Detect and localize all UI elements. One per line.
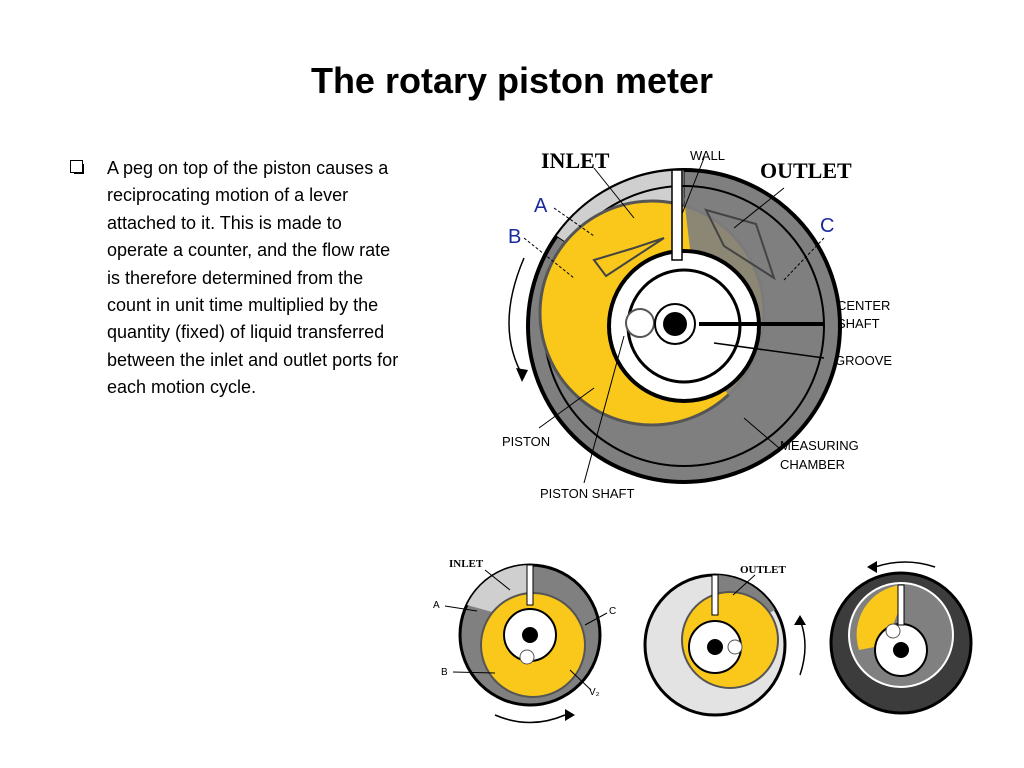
sequence-diagram-1: INLET A B C V₂ — [433, 558, 616, 724]
label-shaft: SHAFT — [837, 316, 880, 331]
inlet-leader — [593, 167, 635, 219]
shaft-2 — [707, 639, 723, 655]
sequence-diagram-2: OUTLET — [643, 564, 806, 717]
small-label-v2: V₂ — [589, 687, 600, 698]
slide-title: The rotary piston meter — [310, 60, 714, 101]
outlet-leader-2 — [732, 574, 756, 596]
piston-shaft-circle — [625, 308, 655, 338]
shaft-1 — [522, 627, 538, 643]
label-outlet: OUTLET — [760, 158, 852, 183]
center-shaft-core — [663, 312, 687, 336]
b-leader-1 — [452, 671, 496, 674]
rotary-piston-meter-diagram: INLET WALL OUTLET A B C CENTER SHAFT GRO… — [502, 148, 892, 501]
checkbox-bullet-icon — [70, 160, 84, 174]
rotation-arrow — [508, 257, 525, 379]
sequence-diagram-3 — [829, 561, 973, 715]
wall-1 — [526, 564, 534, 606]
outlet-leader — [733, 187, 785, 229]
small-label-inlet: INLET — [449, 558, 484, 570]
a-leader-1 — [444, 605, 478, 612]
label-chamber: CHAMBER — [780, 457, 845, 472]
arrowhead-3-icon — [867, 561, 877, 573]
shaft-3 — [893, 642, 909, 658]
wall — [671, 169, 683, 261]
piston-leader — [538, 387, 595, 429]
label-c: C — [820, 215, 834, 237]
small-label-c: C — [609, 606, 616, 617]
peg-2 — [727, 639, 743, 655]
groove-leader — [713, 342, 825, 359]
small-label-b: B — [441, 667, 448, 678]
small-label-outlet: OUTLET — [740, 564, 787, 576]
rotation-arrow-2 — [799, 619, 806, 676]
label-piston: PISTON — [502, 434, 550, 449]
label-inlet: INLET — [541, 148, 610, 173]
inlet-segment-1 — [467, 565, 530, 615]
peg-3 — [885, 623, 901, 639]
wall-leader — [681, 157, 705, 215]
arrowhead-2-icon — [794, 615, 806, 625]
rotation-arrow-3 — [874, 561, 936, 568]
peg-1 — [519, 649, 535, 665]
label-measuring: MEASURING — [780, 438, 859, 453]
measuring-leader — [743, 417, 780, 449]
piston-shaft-leader — [583, 335, 625, 484]
rotation-sequence-diagrams: INLET A B C V₂ OUTLET — [433, 558, 973, 724]
label-groove: GROOVE — [835, 353, 892, 368]
rotation-arrow-1 — [494, 714, 566, 724]
label-a: A — [534, 195, 548, 217]
label-b: B — [508, 226, 521, 248]
wall-3 — [897, 584, 905, 626]
a-leader — [553, 207, 595, 237]
c-leader-1 — [584, 612, 608, 626]
v2-leader-1 — [569, 669, 592, 691]
wall-2 — [711, 574, 719, 616]
piston-3 — [856, 585, 901, 650]
bullet-text: A peg on top of the piston causes a reci… — [107, 158, 399, 398]
label-center: CENTER — [837, 298, 890, 313]
arrowhead-1-icon — [565, 709, 575, 721]
inlet-leader-1 — [484, 569, 511, 591]
small-label-a: A — [433, 600, 440, 611]
bullet-item: A peg on top of the piston causes a reci… — [70, 155, 400, 402]
b-leader — [523, 237, 575, 279]
inlet-vane — [592, 237, 665, 278]
outlet-vane — [704, 208, 776, 281]
label-piston-shaft: PISTON SHAFT — [540, 486, 634, 501]
arrowhead-icon — [516, 368, 528, 382]
label-wall: WALL — [690, 148, 725, 163]
